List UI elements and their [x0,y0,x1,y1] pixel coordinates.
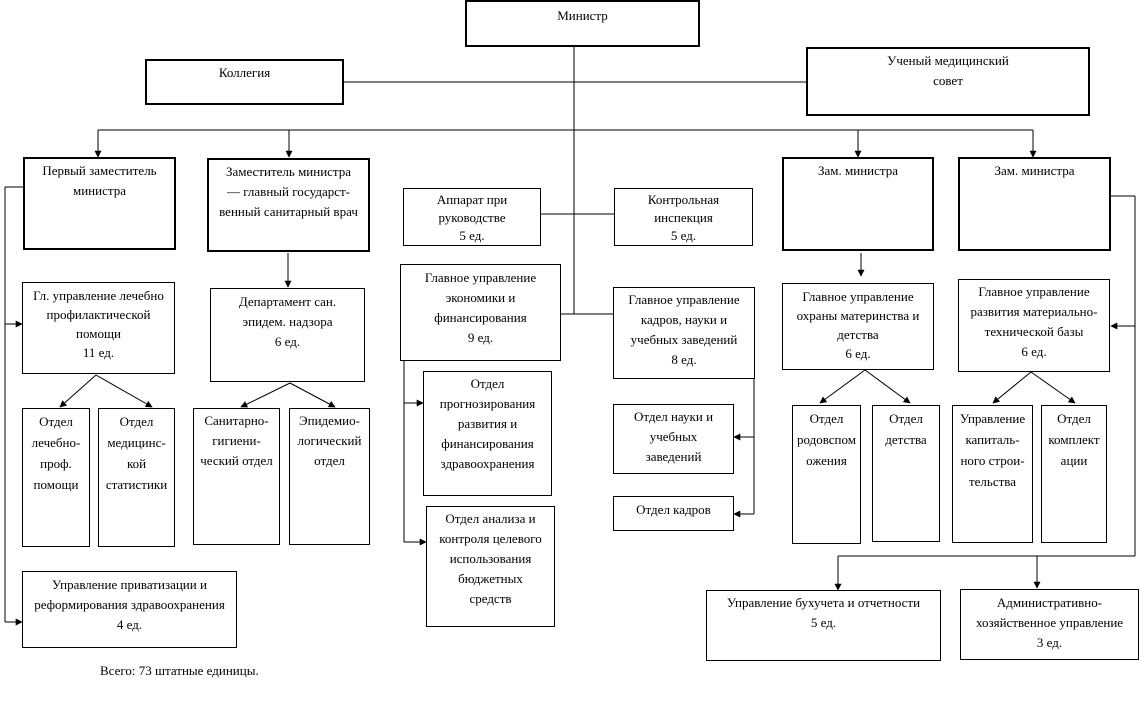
div-statistics-box: Отдел медицинс- кой статистики [98,408,175,547]
div-construction-label: Управление капиталь- ного строи- тельств… [959,411,1026,489]
dept-material-box: Главное управление развития материально-… [958,279,1110,372]
div-statistics-label: Отдел медицинс- кой статистики [105,414,168,492]
div-forecast-label: Отдел прогнозирования развития и финанси… [439,376,536,471]
collegium-label: Коллегия [218,65,271,80]
div-supply-label: Отдел комплект ации [1048,411,1100,468]
council-label: Ученый медицинский совет [887,53,1009,88]
deputy-sanitary-label: Заместитель министра — главный государст… [219,164,358,219]
dept-treatment-label: Гл. управление лечебно профилактической … [33,288,164,360]
div-personnel-box: Отдел кадров [613,496,734,531]
div-sanhyg-label: Санитарно- гигиени- ческий отдел [200,413,273,468]
div-treatment-label: Отдел лечебно- проф. помощи [31,414,81,492]
dept-economy-box: Главное управление экономики и финансиро… [400,264,561,361]
div-childhood-box: Отдел детства [872,405,940,542]
div-sanhyg-box: Санитарно- гигиени- ческий отдел [193,408,280,545]
dept-accounting-label: Управление бухучета и отчетности 5 ед. [726,595,921,630]
div-epidem-box: Эпидемио- логический отдел [289,408,370,545]
dept-accounting-box: Управление бухучета и отчетности 5 ед. [706,590,941,661]
dept-privatization-label: Управление приватизации и реформирования… [34,577,225,632]
control-inspection-label: Контрольная инспекция 5 ед. [647,192,720,243]
div-treatment-box: Отдел лечебно- проф. помощи [22,408,90,547]
first-deputy-label: Первый заместитель министра [42,163,157,198]
deputy-right2-label: Зам. министра [994,163,1075,178]
council-box: Ученый медицинский совет [806,47,1090,116]
div-childhood-label: Отдел детства [885,411,927,447]
div-science-label: Отдел науки и учебных заведений [633,409,714,464]
deputy-right2-box: Зам. министра [958,157,1111,251]
dept-personnel-label: Главное управление кадров, науки и учебн… [628,292,740,367]
dept-admin-label: Административно- хозяйственное управлени… [975,595,1124,650]
minister-box: Министр [465,0,700,47]
div-supply-box: Отдел комплект ации [1041,405,1107,543]
div-analysis-label: Отдел анализа и контроля целевого исполь… [439,511,542,606]
total-staff-note: Всего: 73 штатные единицы. [100,663,259,678]
div-epidem-label: Эпидемио- логический отдел [297,413,362,468]
dept-maternity-label: Главное управление охраны материнства и … [796,289,920,361]
dept-sanitary-box: Департамент сан. эпидем. надзора 6 ед. [210,288,365,382]
minister-label: Министр [557,8,608,23]
div-forecast-box: Отдел прогнозирования развития и финанси… [423,371,552,496]
div-analysis-box: Отдел анализа и контроля целевого исполь… [426,506,555,627]
deputy-sanitary-box: Заместитель министра — главный государст… [207,158,370,252]
dept-privatization-box: Управление приватизации и реформирования… [22,571,237,648]
dept-sanitary-label: Департамент сан. эпидем. надзора 6 ед. [238,294,337,349]
control-inspection-box: Контрольная инспекция 5 ед. [614,188,753,246]
apparatus-box: Аппарат при руководстве 5 ед. [403,188,541,246]
first-deputy-box: Первый заместитель министра [23,157,176,250]
div-obstetrics-label: Отдел родовспом ожения [796,411,856,468]
div-personnel-label: Отдел кадров [636,502,711,517]
dept-admin-box: Административно- хозяйственное управлени… [960,589,1139,660]
dept-maternity-box: Главное управление охраны материнства и … [782,283,934,370]
deputy-right1-box: Зам. министра [782,157,934,251]
dept-personnel-box: Главное управление кадров, науки и учебн… [613,287,755,379]
collegium-box: Коллегия [145,59,344,105]
div-science-box: Отдел науки и учебных заведений [613,404,734,474]
div-obstetrics-box: Отдел родовспом ожения [792,405,861,544]
dept-material-label: Главное управление развития материально-… [970,284,1098,359]
deputy-right1-label: Зам. министра [818,163,898,178]
dept-economy-label: Главное управление экономики и финансиро… [424,270,537,345]
div-construction-box: Управление капиталь- ного строи- тельств… [952,405,1033,543]
apparatus-label: Аппарат при руководстве 5 ед. [436,192,508,243]
dept-treatment-box: Гл. управление лечебно профилактической … [22,282,175,374]
